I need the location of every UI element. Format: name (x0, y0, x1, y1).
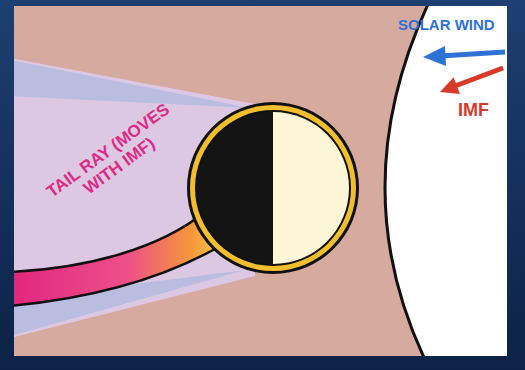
tail-ray-label: TAIL RAY (MOVES WITH IMF) (33, 93, 194, 224)
solar-wind-label: SOLAR WIND (398, 17, 513, 34)
imf-arrow (455, 68, 503, 86)
imf-arrowhead (440, 77, 460, 94)
planet-nightside (197, 112, 273, 264)
imf-label: IMF (458, 101, 508, 121)
planet-aura (190, 105, 356, 271)
tail-ray-edge (14, 212, 205, 272)
tail-ray-edge (14, 245, 222, 306)
tail-lobe (14, 60, 250, 108)
planet-outline (187, 102, 359, 274)
solar-wind-arrowhead (423, 46, 446, 66)
solar-wind-arrow (440, 52, 505, 56)
planet-rim (195, 110, 351, 266)
solar-wind-region (385, 6, 507, 356)
tail-ray (14, 212, 222, 306)
bow-shock (385, 6, 430, 356)
planet-dayside (273, 112, 349, 264)
